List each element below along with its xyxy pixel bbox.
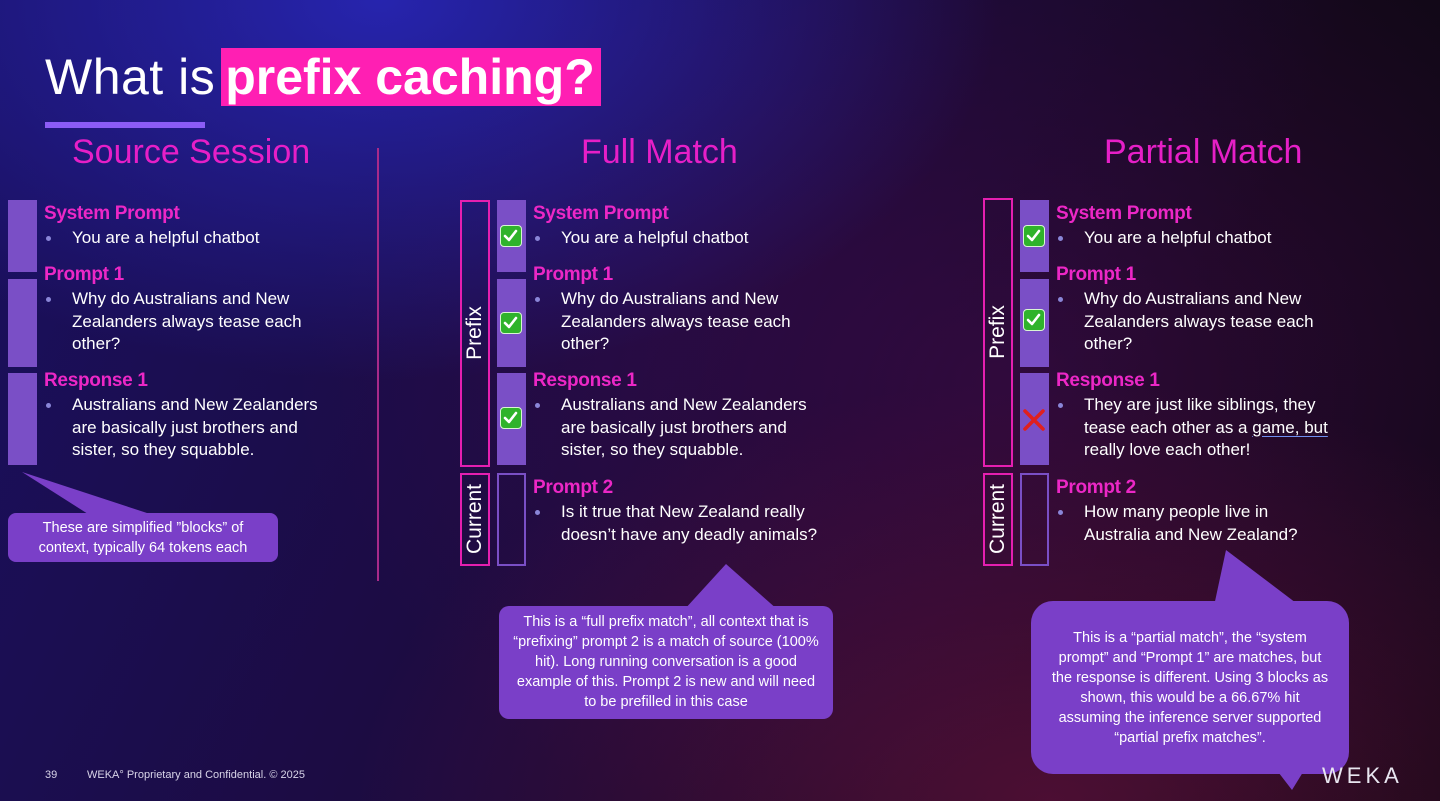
bullet-icon [1058, 236, 1063, 241]
current-frame [983, 473, 1013, 566]
section-text: You are a helpful chatbot [561, 228, 749, 247]
callout-full-match: This is a “full prefix match”, all conte… [499, 606, 833, 719]
bullet-icon [1058, 297, 1063, 302]
callout-pointer [1214, 550, 1300, 606]
section-text-part: really love each other! [1084, 440, 1251, 459]
column-divider [377, 148, 379, 581]
section-text-underlined: game, but [1252, 417, 1328, 437]
section-title: Prompt 1 [533, 264, 613, 285]
section-text: They are just like siblings, they tease … [1084, 394, 1328, 462]
title-underline [45, 122, 205, 128]
section-title: Response 1 [1056, 370, 1160, 391]
bullet-icon [46, 403, 51, 408]
section-text: You are a helpful chatbot [1084, 228, 1272, 247]
section-title: System Prompt [1056, 203, 1192, 224]
section-text: Australians and New Zealanders are basic… [72, 395, 318, 459]
section-text: Why do Australians and New Zealanders al… [1084, 289, 1314, 353]
bullet-icon [46, 236, 51, 241]
callout-partial-match: This is a “partial match”, the “system p… [1031, 601, 1349, 774]
section-text: Australians and New Zealanders are basic… [561, 395, 807, 459]
callout-pointer [684, 564, 778, 610]
check-icon [500, 225, 522, 247]
section-title: Prompt 1 [44, 264, 124, 285]
heading-source-session: Source Session [72, 133, 311, 171]
section-text: You are a helpful chatbot [72, 228, 260, 247]
check-icon [1023, 309, 1045, 331]
title-prefix: What is [45, 49, 216, 105]
context-block-prompt2 [497, 473, 526, 566]
bullet-icon [46, 297, 51, 302]
check-icon [1023, 225, 1045, 247]
page-number: 39 [45, 769, 58, 781]
section-title: System Prompt [44, 203, 180, 224]
callout-source: These are simplified ”blocks” of context… [8, 513, 278, 562]
section-text: Why do Australians and New Zealanders al… [72, 289, 302, 353]
title-highlight: prefix caching? [221, 48, 601, 106]
section-text: How many people live in Australia and Ne… [1084, 502, 1298, 544]
context-block-system [8, 200, 37, 272]
section-title: System Prompt [533, 203, 669, 224]
prefix-label: Prefix [986, 305, 1009, 359]
weka-logo: WEKA [1322, 763, 1403, 788]
cross-icon [1021, 407, 1047, 433]
section-text: Why do Australians and New Zealanders al… [561, 289, 791, 353]
section-title: Response 1 [44, 370, 148, 391]
bullet-icon [535, 403, 540, 408]
bullet-icon [535, 236, 540, 241]
current-frame [460, 473, 490, 566]
heading-full-match: Full Match [581, 133, 738, 171]
check-icon [500, 407, 522, 429]
callout-pointer [22, 472, 150, 514]
bullet-icon [1058, 403, 1063, 408]
section-text: Is it true that New Zealand really doesn… [561, 502, 818, 544]
footer-notice: WEKA° Proprietary and Confidential. © 20… [87, 769, 305, 781]
current-label: Current [986, 483, 1009, 555]
context-block-prompt1 [8, 279, 37, 367]
section-title: Response 1 [533, 370, 637, 391]
section-text-part: They are just like siblings, they tease … [1084, 395, 1316, 437]
section-title: Prompt 1 [1056, 264, 1136, 285]
bullet-icon [535, 297, 540, 302]
prefix-label: Prefix [463, 306, 486, 360]
bullet-icon [1058, 510, 1063, 515]
section-title: Prompt 2 [533, 477, 613, 498]
context-block-response1 [8, 373, 37, 465]
current-label: Current [463, 483, 486, 555]
heading-partial-match: Partial Match [1104, 133, 1303, 171]
section-title: Prompt 2 [1056, 477, 1136, 498]
prefix-frame [983, 198, 1013, 467]
context-block-prompt2 [1020, 473, 1049, 566]
check-icon [500, 312, 522, 334]
prefix-frame [460, 200, 490, 467]
bullet-icon [535, 510, 540, 515]
